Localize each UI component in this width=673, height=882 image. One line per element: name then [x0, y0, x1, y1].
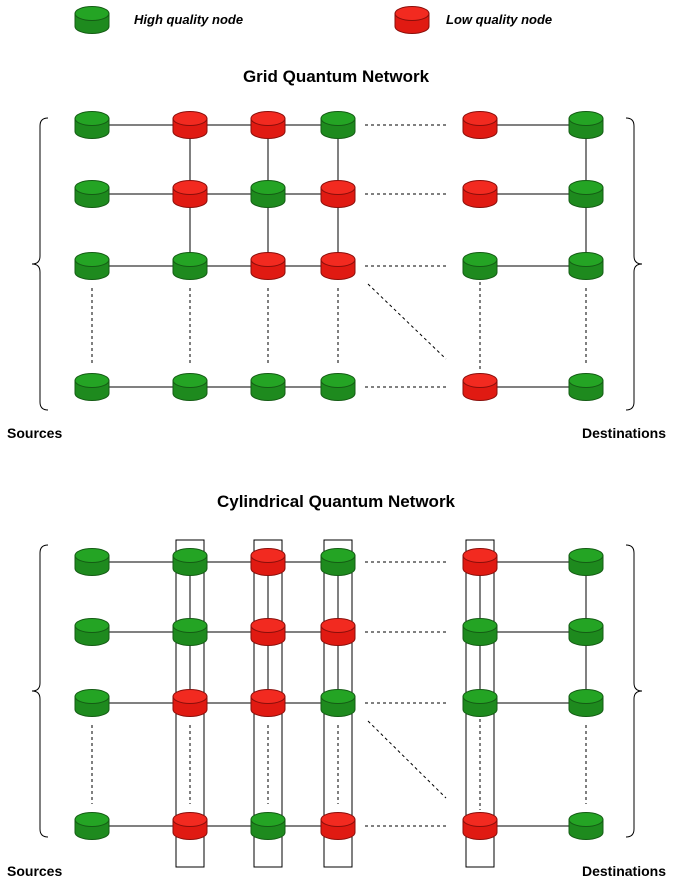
cylindrical-node-high [568, 812, 604, 840]
grid-nodes [74, 111, 604, 401]
cylindrical-node-high [568, 548, 604, 576]
cylindrical-node-high [462, 618, 498, 646]
cylindrical-node-low [250, 689, 286, 717]
cylindrical-node-high [568, 689, 604, 717]
grid-sources-label: Sources [7, 425, 62, 441]
grid-node-high [320, 111, 356, 139]
cylindrical-node-high [320, 548, 356, 576]
cylindrical-node-high [74, 618, 110, 646]
grid-diagonal-edge-dotted [367, 283, 447, 360]
cylindrical-node-high [172, 618, 208, 646]
cylindrical-diagonal-edge-dotted [367, 720, 447, 799]
cylindrical-node-high [250, 812, 286, 840]
legend-low-quality-node-icon [394, 6, 430, 34]
grid-right-brace [625, 117, 643, 411]
cylindrical-node-low [250, 548, 286, 576]
grid-node-low [250, 111, 286, 139]
grid-network: Grid Quantum Network Sources Destination… [7, 67, 666, 441]
grid-node-low [320, 180, 356, 208]
cylindrical-node-high [568, 618, 604, 646]
cylindrical-network: Cylindrical Quantum Network Sources Dest… [7, 492, 666, 879]
grid-left-brace [31, 117, 49, 411]
grid-destinations-label: Destinations [582, 425, 666, 441]
cylindrical-network-title: Cylindrical Quantum Network [217, 492, 456, 511]
grid-network-title: Grid Quantum Network [243, 67, 430, 86]
legend-low-quality-label: Low quality node [446, 12, 552, 27]
grid-node-low [320, 252, 356, 280]
cylindrical-node-high [172, 548, 208, 576]
grid-node-low [462, 373, 498, 401]
legend-high-quality-label: High quality node [134, 12, 243, 27]
cylindrical-edges [91, 561, 587, 827]
cylindrical-node-low [320, 812, 356, 840]
grid-edges [91, 124, 587, 388]
legend: High quality node Low quality node [74, 6, 552, 34]
grid-node-high [568, 111, 604, 139]
grid-node-high [568, 373, 604, 401]
grid-node-high [568, 180, 604, 208]
cylindrical-node-high [462, 689, 498, 717]
grid-node-high [320, 373, 356, 401]
cylindrical-node-low [250, 618, 286, 646]
cylindrical-destinations-label: Destinations [582, 863, 666, 879]
grid-node-high [250, 180, 286, 208]
cylindrical-left-brace [31, 544, 49, 838]
cylindrical-node-high [74, 548, 110, 576]
grid-node-high [172, 252, 208, 280]
grid-node-high [74, 180, 110, 208]
grid-node-high [172, 373, 208, 401]
grid-node-high [74, 111, 110, 139]
grid-node-high [74, 252, 110, 280]
cylindrical-node-low [172, 689, 208, 717]
cylindrical-node-low [462, 548, 498, 576]
grid-node-high [250, 373, 286, 401]
grid-node-low [172, 111, 208, 139]
cylindrical-node-low [462, 812, 498, 840]
cylindrical-node-low [172, 812, 208, 840]
cylindrical-right-brace [625, 544, 643, 838]
cylindrical-node-high [74, 812, 110, 840]
cylindrical-sources-label: Sources [7, 863, 62, 879]
cylindrical-node-low [320, 618, 356, 646]
grid-node-low [462, 111, 498, 139]
legend-low-node-shape [394, 6, 430, 34]
legend-high-node-shape [74, 6, 110, 34]
cylindrical-node-high [320, 689, 356, 717]
cylindrical-node-high [74, 689, 110, 717]
grid-node-high [74, 373, 110, 401]
grid-node-low [172, 180, 208, 208]
grid-node-high [462, 252, 498, 280]
grid-node-low [462, 180, 498, 208]
cylindrical-nodes [74, 548, 604, 840]
grid-node-low [250, 252, 286, 280]
grid-node-high [568, 252, 604, 280]
legend-high-quality-node-icon [74, 6, 110, 34]
